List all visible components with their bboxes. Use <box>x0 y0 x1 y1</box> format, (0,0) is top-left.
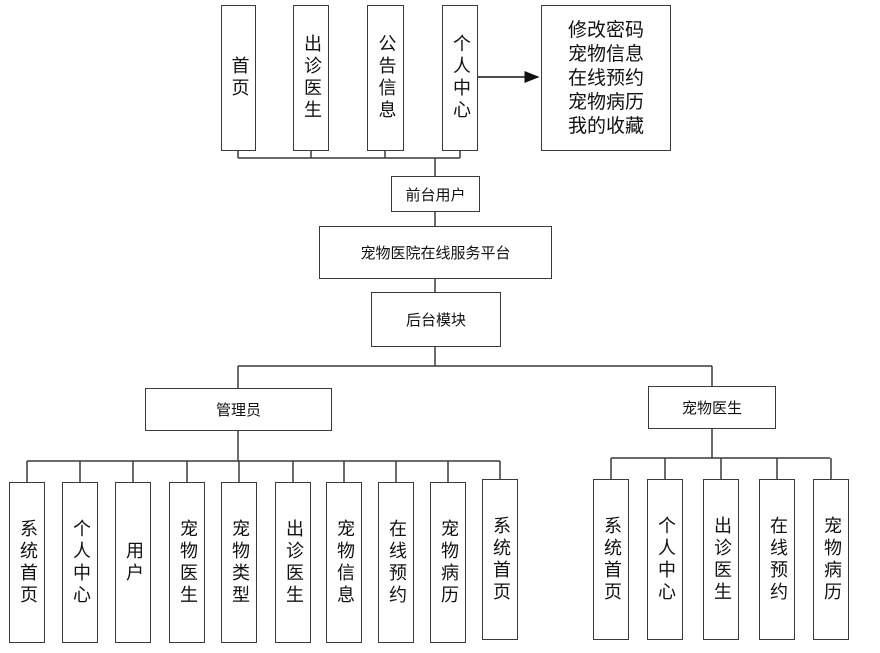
admin-module-label: 宠物病历 <box>438 518 459 607</box>
doctor-module-label: 个人中心 <box>655 515 676 604</box>
admin-module: 宠物信息 <box>326 482 362 643</box>
personal-center-list: 修改密码 宠物信息 在线预约 宠物病历 我的收藏 <box>541 5 671 151</box>
front-menu-notices-label: 公告信息 <box>375 34 397 122</box>
front-menu-home-label: 首页 <box>228 56 250 100</box>
admin-module-label: 系统首页 <box>17 518 38 607</box>
admin-module: 用户 <box>115 482 151 643</box>
doctor-module: 系统首页 <box>593 479 629 640</box>
doctor-module-label: 出诊医生 <box>711 515 732 604</box>
doctor-module-label: 在线预约 <box>767 515 788 604</box>
admin-module-label: 出诊医生 <box>283 518 304 607</box>
backend-box: 后台模块 <box>371 292 501 347</box>
admin-module-label: 系统首页 <box>490 515 511 604</box>
front-menu-home: 首页 <box>221 5 256 151</box>
admin-label: 管理员 <box>215 401 261 419</box>
admin-module-label: 个人中心 <box>70 518 91 607</box>
admin-module: 宠物医生 <box>169 482 205 643</box>
front-menu-doctors-label: 出诊医生 <box>301 34 322 122</box>
admin-module-label: 用户 <box>123 540 144 585</box>
personal-item: 宠物病历 <box>567 91 644 113</box>
admin-module-label: 在线预约 <box>386 518 407 607</box>
front-user-label: 前台用户 <box>405 185 466 204</box>
admin-module-label: 宠物类型 <box>229 518 250 607</box>
doctor-module: 出诊医生 <box>703 479 739 640</box>
admin-module: 在线预约 <box>378 482 414 643</box>
doctor-module: 在线预约 <box>759 479 795 640</box>
admin-module: 宠物类型 <box>221 482 257 643</box>
platform-box: 宠物医院在线服务平台 <box>319 226 552 279</box>
doctor-module: 宠物病历 <box>813 479 849 640</box>
doctor-module-label: 宠物病历 <box>821 515 842 604</box>
admin-module-label: 宠物信息 <box>334 518 355 607</box>
admin-module: 系统首页 <box>482 479 518 640</box>
front-menu-personal-label: 个人中心 <box>450 34 471 122</box>
admin-module: 系统首页 <box>9 482 45 643</box>
admin-module-label: 宠物医生 <box>177 518 198 607</box>
personal-item: 修改密码 <box>567 19 644 41</box>
doctor-module-label: 系统首页 <box>601 515 622 604</box>
admin-module: 个人中心 <box>62 482 98 643</box>
front-menu-notices: 公告信息 <box>367 5 404 151</box>
doctor-box: 宠物医生 <box>648 386 776 429</box>
admin-module: 宠物病历 <box>430 482 466 643</box>
personal-item: 在线预约 <box>567 67 644 89</box>
doctor-module: 个人中心 <box>647 479 683 640</box>
personal-item: 我的收藏 <box>567 115 644 137</box>
admin-module: 出诊医生 <box>275 482 311 643</box>
admin-box: 管理员 <box>145 388 332 431</box>
backend-label: 后台模块 <box>405 311 466 329</box>
personal-item: 宠物信息 <box>567 43 644 65</box>
front-menu-personal: 个人中心 <box>442 5 478 151</box>
platform-label: 宠物医院在线服务平台 <box>360 244 511 262</box>
front-user-box: 前台用户 <box>391 176 480 212</box>
doctor-label: 宠物医生 <box>681 399 742 417</box>
front-menu-doctors: 出诊医生 <box>293 5 329 151</box>
